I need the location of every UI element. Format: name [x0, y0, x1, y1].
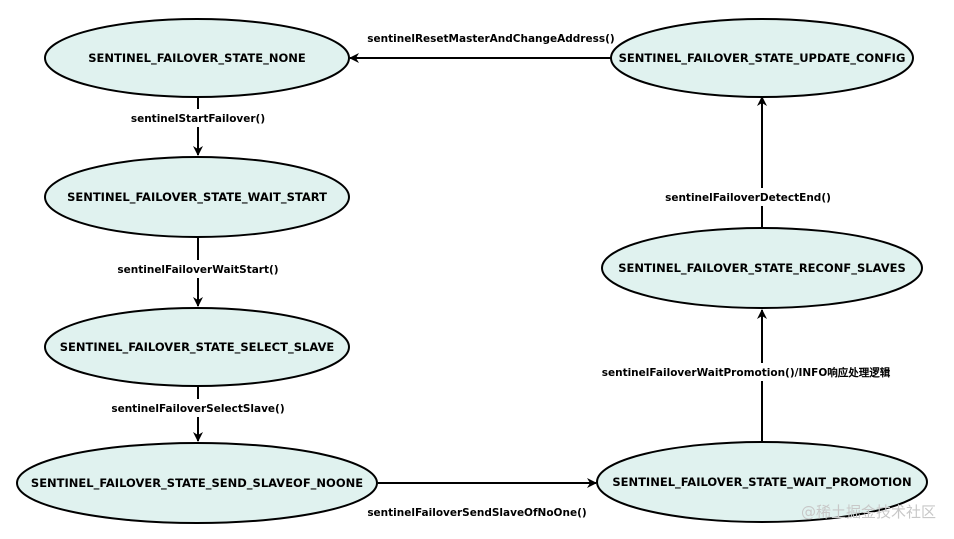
node-ellipse: [601, 227, 923, 309]
edge-label-bg: [122, 260, 274, 278]
node-ellipse: [44, 156, 350, 238]
edge-label-send-slaveof-noone: sentinelFailoverSendSlaveOfNoOne(): [367, 507, 586, 519]
edge-label-wait-start: sentinelFailoverWaitStart(): [117, 264, 278, 276]
node-ellipse: [610, 18, 914, 98]
node-label: SENTINEL_FAILOVER_STATE_SEND_SLAVEOF_NOO…: [31, 476, 363, 491]
edge-label-bg: [136, 109, 260, 127]
node-state-select-slave: SENTINEL_FAILOVER_STATE_SELECT_SLAVE: [44, 307, 350, 387]
node-label: SENTINEL_FAILOVER_STATE_UPDATE_CONFIG: [619, 51, 906, 66]
node-ellipse: [44, 307, 350, 387]
edge-label-bg: [597, 363, 895, 381]
node-label: SENTINEL_FAILOVER_STATE_RECONF_SLAVES: [618, 261, 906, 276]
node-ellipse: [596, 441, 928, 523]
watermark: @稀土掘金技术社区: [801, 503, 936, 521]
node-state-update-config: SENTINEL_FAILOVER_STATE_UPDATE_CONFIG: [610, 18, 914, 98]
node-label: SENTINEL_FAILOVER_STATE_WAIT_START: [67, 190, 327, 205]
node-label: SENTINEL_FAILOVER_STATE_WAIT_PROMOTION: [612, 475, 911, 490]
edge-label-reset-master: sentinelResetMasterAndChangeAddress(): [367, 33, 614, 45]
node-ellipse: [16, 442, 378, 524]
node-label: SENTINEL_FAILOVER_STATE_NONE: [88, 51, 306, 66]
edge-label-detect-end: sentinelFailoverDetectEnd(): [665, 192, 831, 204]
node-ellipse: [44, 18, 350, 98]
edge-label-bg: [664, 188, 832, 206]
edge-label-start-failover: sentinelStartFailover(): [131, 113, 265, 125]
node-state-wait-start: SENTINEL_FAILOVER_STATE_WAIT_START: [44, 156, 350, 238]
node-state-reconf-slaves: SENTINEL_FAILOVER_STATE_RECONF_SLAVES: [601, 227, 923, 309]
node-state-wait-promotion: SENTINEL_FAILOVER_STATE_WAIT_PROMOTION: [596, 441, 928, 523]
node-state-send-slaveof-noone: SENTINEL_FAILOVER_STATE_SEND_SLAVEOF_NOO…: [16, 442, 378, 524]
node-label: SENTINEL_FAILOVER_STATE_SELECT_SLAVE: [60, 340, 335, 355]
edge-label-bg: [118, 399, 278, 417]
edge-label-wait-promotion: sentinelFailoverWaitPromotion()/INFO响应处理…: [602, 366, 891, 379]
edge-label-select-slave: sentinelFailoverSelectSlave(): [111, 403, 284, 415]
node-state-none: SENTINEL_FAILOVER_STATE_NONE: [44, 18, 350, 98]
